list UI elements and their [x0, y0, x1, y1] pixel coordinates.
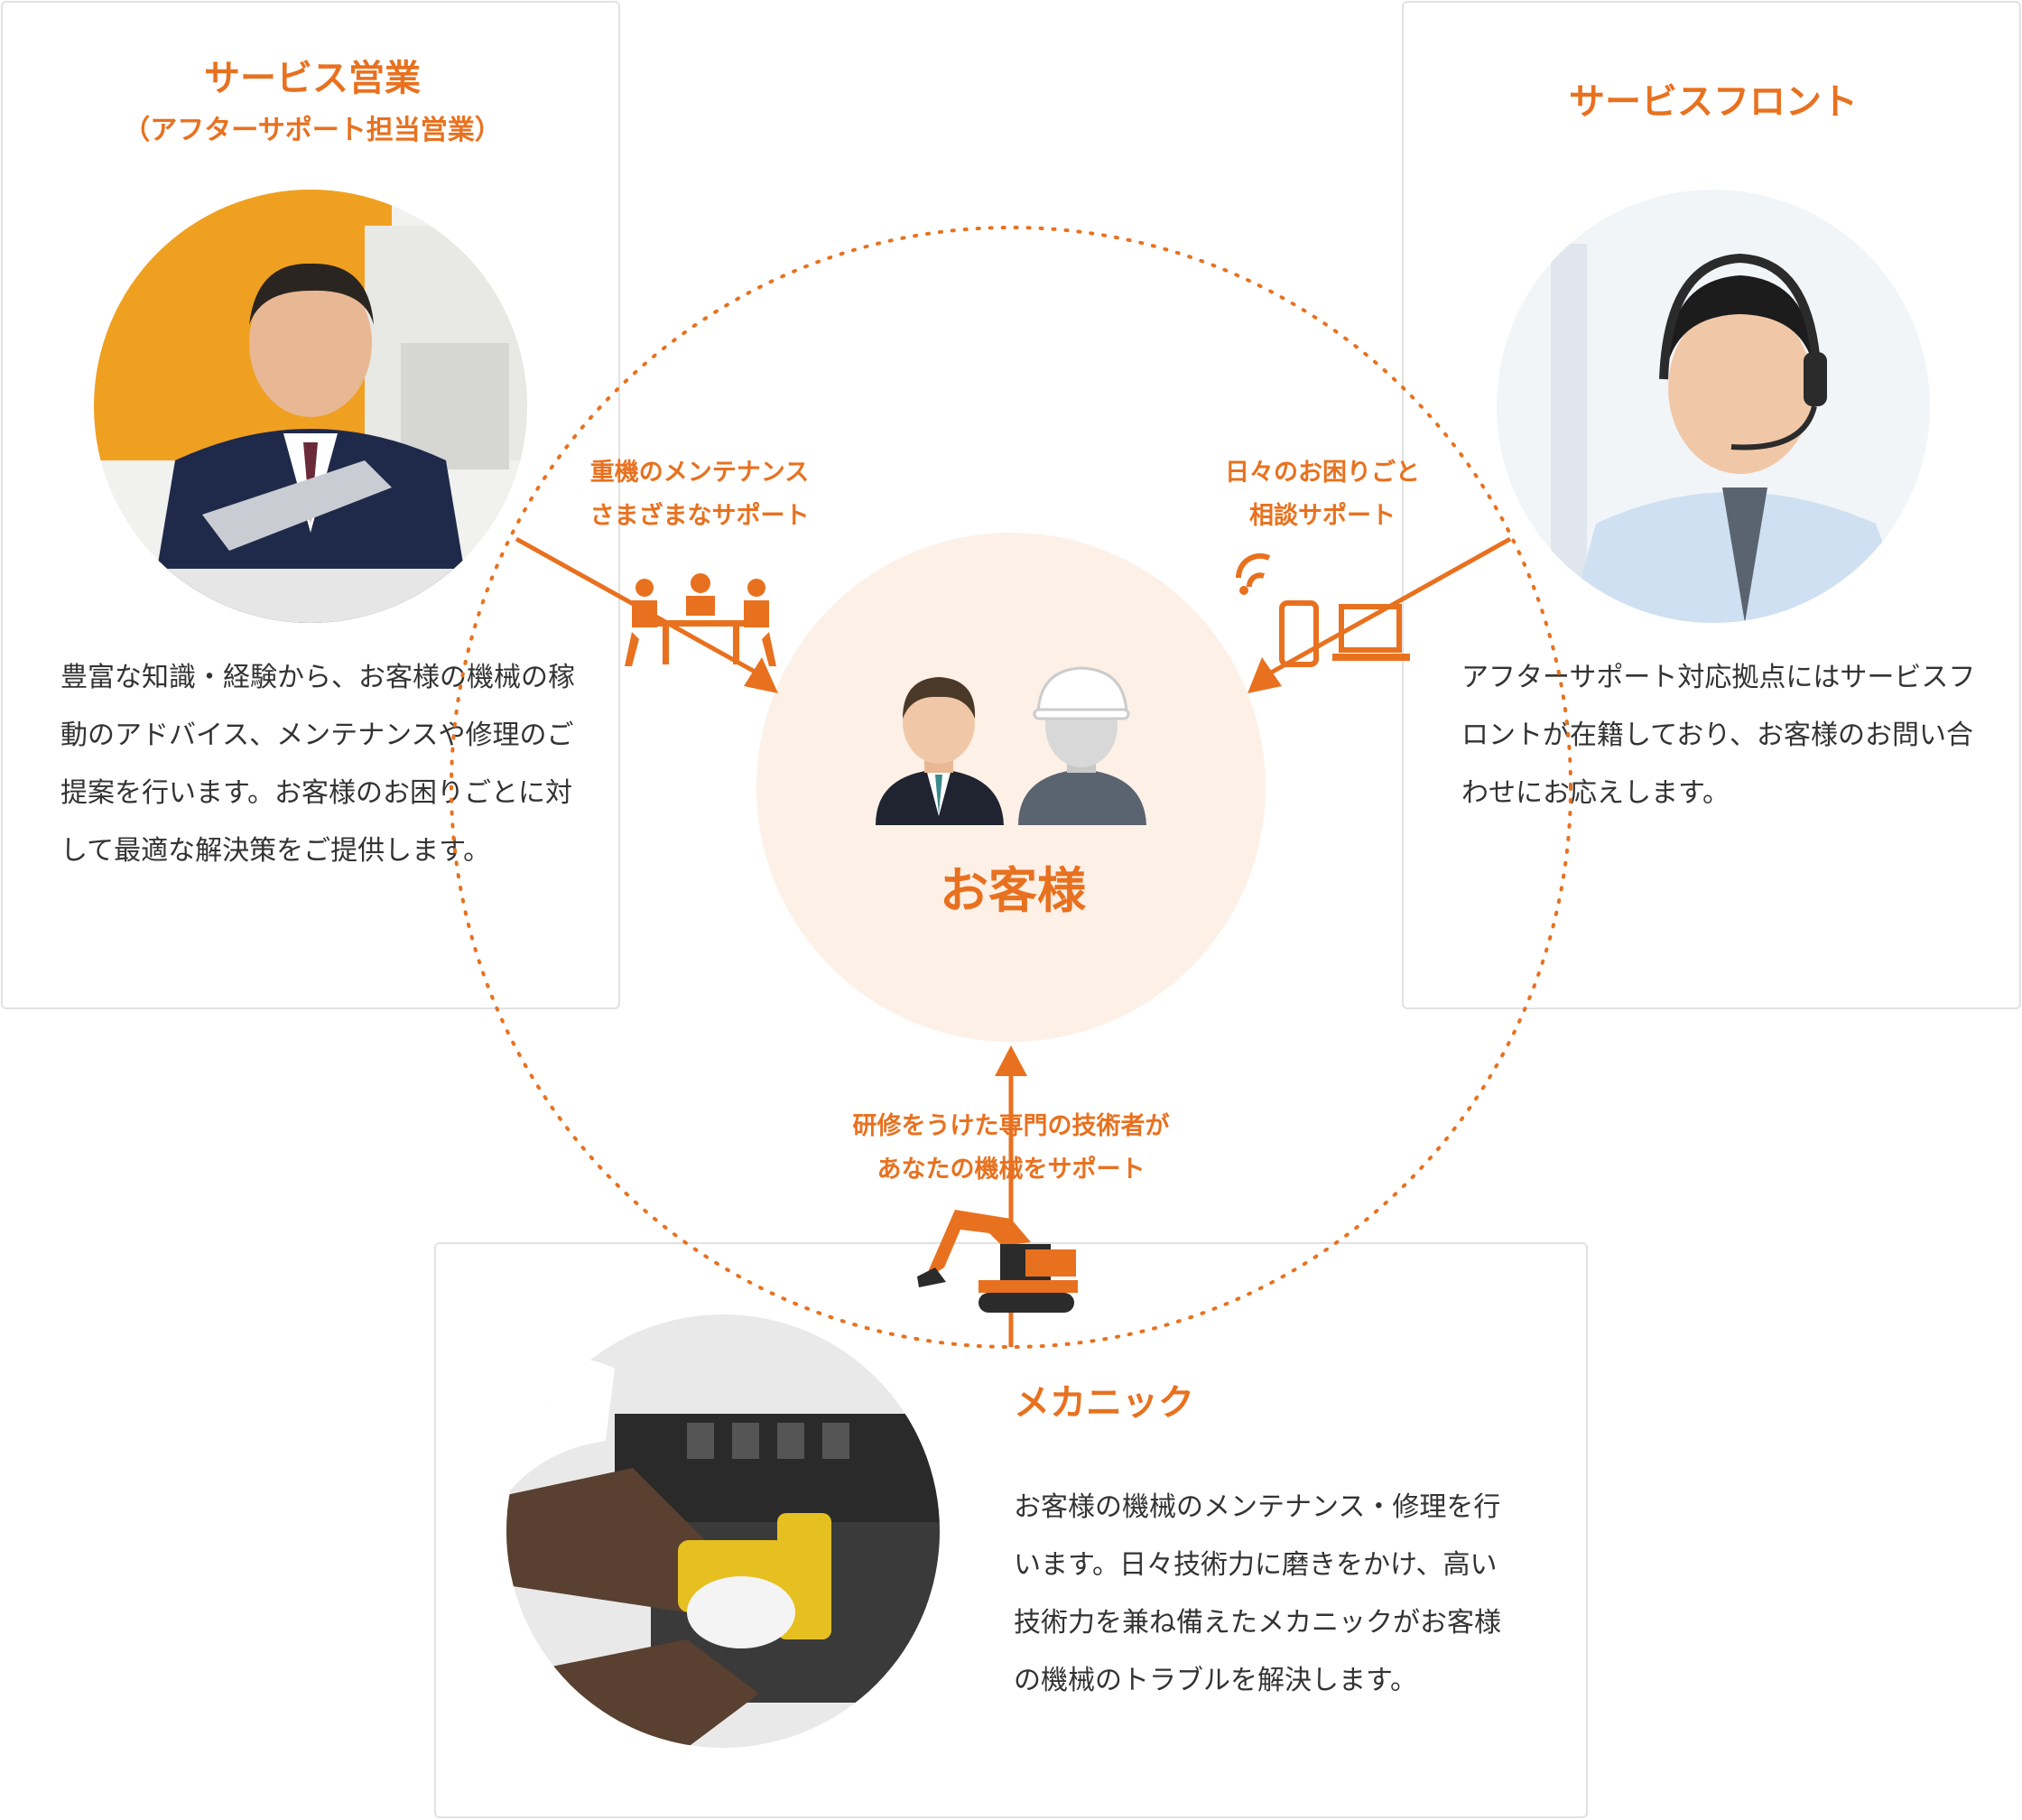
service-sales-subtitle: （アフターサポート担当営業）	[123, 115, 502, 146]
flow-label-front-line1: 日々のお困りごと	[1225, 459, 1420, 487]
flow-label-mechanic: 研修をうけた専門の技術者が あなたの機械をサポート	[794, 1105, 1228, 1192]
businessman-icon	[876, 677, 1004, 825]
service-sales-card: サービス営業 （アフターサポート担当営業） 豊富な知識・経験から、お客様の機械の…	[1, 1, 620, 1009]
customer-label: お客様	[940, 862, 1086, 919]
service-front-photo	[1497, 190, 1930, 623]
devices-wifi-icon	[1235, 552, 1410, 667]
arrow-front-to-customer	[1248, 536, 1512, 693]
flow-label-sales-line1: 重機のメンテナンス	[589, 459, 810, 487]
flow-label-front: 日々のお困りごと 相談サポート	[1164, 451, 1480, 538]
customer-circle	[756, 533, 1266, 1042]
service-front-title: サービスフロント	[1569, 81, 1858, 123]
service-sales-title: サービス営業	[204, 58, 421, 99]
flow-label-sales: 重機のメンテナンス さまざまなサポート	[542, 451, 858, 538]
flow-label-sales-line2: さまざまなサポート	[589, 502, 810, 530]
flow-label-mechanic-line2: あなたの機械をサポート	[877, 1156, 1145, 1184]
service-front-description: アフターサポート対応拠点にはサービスフロントが在籍しており、お客様のお問い合わせ…	[1461, 662, 1976, 809]
flow-label-mechanic-line1: 研修をうけた専門の技術者が	[852, 1112, 1170, 1140]
wifi-dot-icon	[1239, 586, 1248, 595]
meeting-people-icon	[625, 573, 776, 666]
orbit-dotted-circle	[450, 226, 1572, 1349]
excavator-icon	[917, 1210, 1078, 1313]
worker-helmet-icon	[1018, 666, 1146, 825]
service-sales-description: 豊富な知識・経験から、お客様の機械の稼動のアドバイス、メンテナンスや修理のご提案…	[60, 662, 575, 867]
mechanic-title: メカニック	[1014, 1382, 1194, 1424]
flow-label-front-line2: 相談サポート	[1249, 502, 1396, 530]
mechanic-description: お客様の機械のメンテナンス・修理を行います。日々技術力に磨きをかけ、高い技術力を…	[1014, 1491, 1501, 1696]
